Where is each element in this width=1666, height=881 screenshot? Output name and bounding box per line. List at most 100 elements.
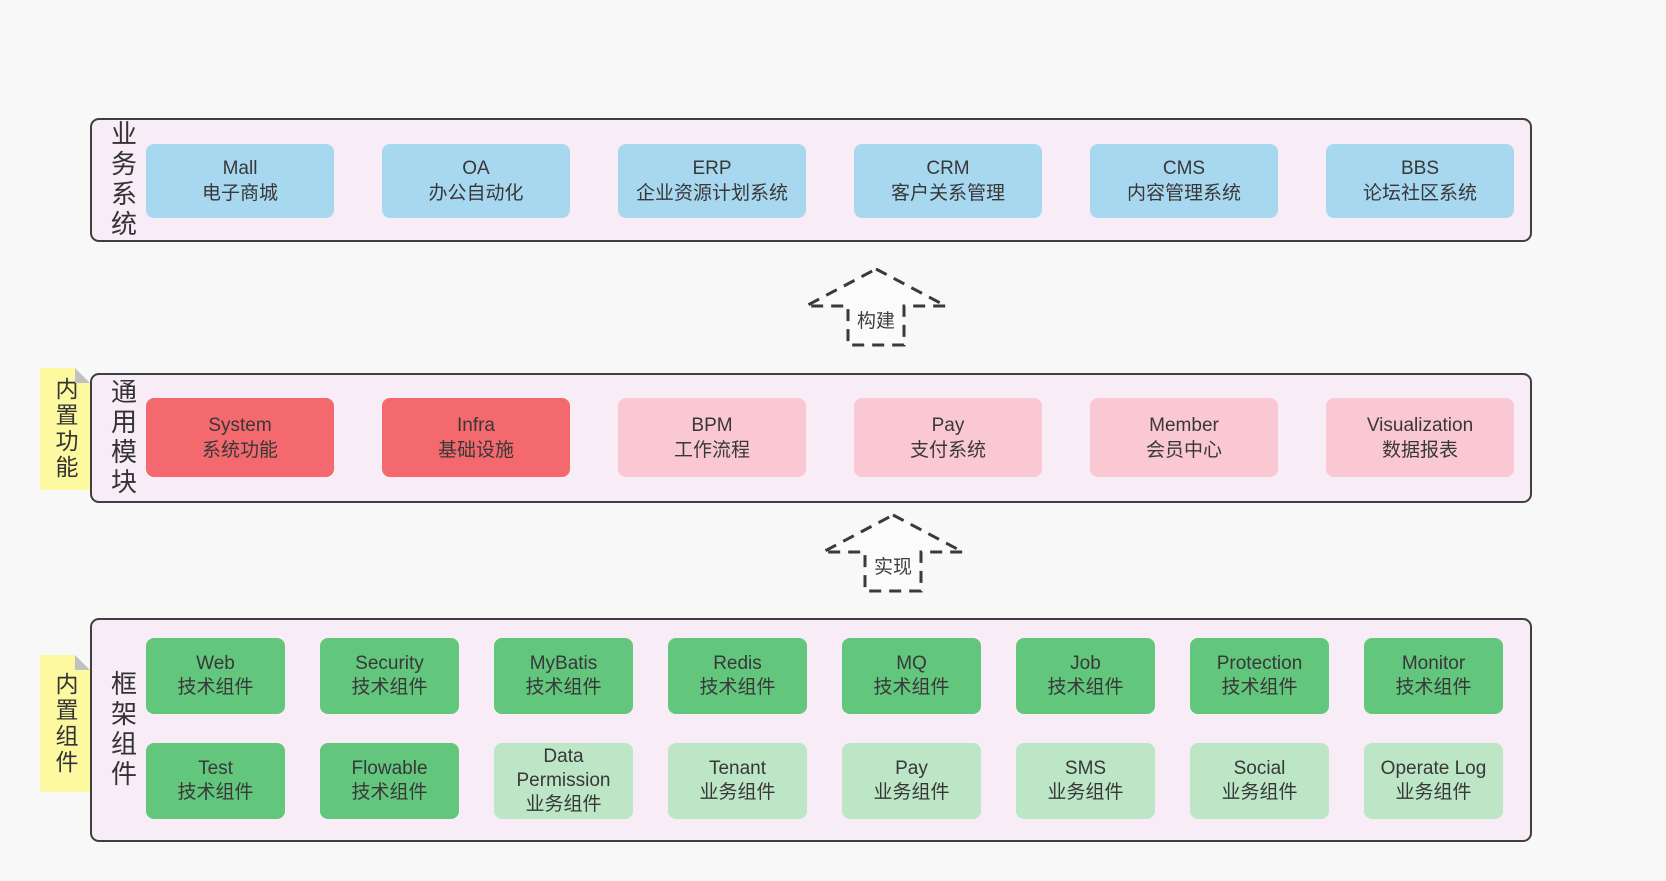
box-title: CMS bbox=[1162, 158, 1206, 179]
box-title: SMS bbox=[1064, 758, 1107, 779]
box-title: OA bbox=[462, 158, 490, 179]
box-title: Visualization bbox=[1366, 414, 1474, 436]
box-operate-log: Operate Log 业务组件 bbox=[1364, 743, 1503, 819]
common-modules-row: System 系统功能 Infra 基础设施 BPM 工作流程 Pay 支付系统… bbox=[146, 398, 1514, 477]
box-protection: Protection 技术组件 bbox=[1190, 638, 1329, 714]
implement-arrow: 实现 bbox=[818, 512, 968, 594]
box-subtitle: 论坛社区系统 bbox=[1362, 183, 1477, 204]
box-title: Flowable bbox=[351, 758, 428, 779]
box-cms: CMS 内容管理系统 bbox=[1090, 144, 1278, 218]
box-subtitle: 电子商城 bbox=[201, 183, 278, 204]
box-subtitle: 系统功能 bbox=[201, 439, 278, 461]
box-flowable: Flowable 技术组件 bbox=[320, 743, 459, 819]
box-sms: SMS 业务组件 bbox=[1016, 743, 1155, 819]
box-subtitle: 业务组件 bbox=[1221, 782, 1298, 803]
box-subtitle: 技术组件 bbox=[351, 677, 428, 698]
box-title: System bbox=[208, 414, 272, 436]
box-subtitle: 办公自动化 bbox=[428, 183, 524, 204]
box-data-permission: Data Permission 业务组件 bbox=[494, 743, 633, 819]
box-subtitle: 技术组件 bbox=[873, 677, 950, 698]
box-subtitle: 内容管理系统 bbox=[1126, 183, 1241, 204]
box-infra: Infra 基础设施 bbox=[382, 398, 570, 477]
box-subtitle: 支付系统 bbox=[909, 439, 986, 461]
box-title: Mall bbox=[222, 158, 258, 179]
box-member: Member 会员中心 bbox=[1090, 398, 1278, 477]
sticky-built-in-components: 内置组件 bbox=[40, 655, 90, 792]
implement-arrow-label: 实现 bbox=[870, 552, 916, 579]
box-title: Redis bbox=[713, 653, 762, 674]
box-crm: CRM 客户关系管理 bbox=[854, 144, 1042, 218]
business-systems-row: Mall 电子商城 OA 办公自动化 ERP 企业资源计划系统 CRM 客户关系… bbox=[146, 144, 1514, 218]
box-title: Web bbox=[196, 653, 235, 674]
box-title: Job bbox=[1070, 653, 1101, 674]
box-oa: OA 办公自动化 bbox=[382, 144, 570, 218]
box-pay: Pay 支付系统 bbox=[854, 398, 1042, 477]
box-subtitle: 会员中心 bbox=[1145, 439, 1222, 461]
business-systems-band: 业务系统 Mall 电子商城 OA 办公自动化 ERP 企业资源计划系统 CRM… bbox=[90, 118, 1532, 242]
box-subtitle: 技术组件 bbox=[525, 677, 602, 698]
box-subtitle: 数据报表 bbox=[1381, 439, 1458, 461]
box-visualization: Visualization 数据报表 bbox=[1326, 398, 1514, 477]
box-title: ERP bbox=[692, 158, 732, 179]
framework-components-row-1: Web 技术组件 Security 技术组件 MyBatis 技术组件 Redi… bbox=[146, 638, 1503, 714]
box-title: BPM bbox=[691, 414, 733, 436]
box-subtitle: 工作流程 bbox=[673, 439, 750, 461]
box-title: Data Permission bbox=[516, 746, 611, 791]
box-subtitle: 技术组件 bbox=[177, 677, 254, 698]
box-title: CRM bbox=[926, 158, 970, 179]
box-subtitle: 业务组件 bbox=[1395, 782, 1472, 803]
box-subtitle: 业务组件 bbox=[525, 794, 602, 815]
box-title: Social bbox=[1233, 758, 1286, 779]
box-title: Test bbox=[198, 758, 233, 779]
box-test: Test 技术组件 bbox=[146, 743, 285, 819]
box-title: BBS bbox=[1400, 158, 1440, 179]
box-title: Pay bbox=[931, 414, 965, 436]
build-arrow-label: 构建 bbox=[853, 306, 899, 333]
common-modules-band: 通用模块 System 系统功能 Infra 基础设施 BPM 工作流程 Pay… bbox=[90, 373, 1532, 503]
box-subtitle: 业务组件 bbox=[699, 782, 776, 803]
framework-components-row-2: Test 技术组件 Flowable 技术组件 Data Permission … bbox=[146, 743, 1503, 819]
box-title: Infra bbox=[456, 414, 496, 436]
band-label-framework: 框架组件 bbox=[107, 670, 138, 790]
box-subtitle: 基础设施 bbox=[437, 439, 514, 461]
band-label-business: 业务系统 bbox=[107, 120, 138, 240]
box-bbs: BBS 论坛社区系统 bbox=[1326, 144, 1514, 218]
box-title: Security bbox=[355, 653, 424, 674]
box-bpm: BPM 工作流程 bbox=[618, 398, 806, 477]
box-job: Job 技术组件 bbox=[1016, 638, 1155, 714]
box-subtitle: 客户关系管理 bbox=[890, 183, 1005, 204]
box-security: Security 技术组件 bbox=[320, 638, 459, 714]
band-label-modules: 通用模块 bbox=[107, 378, 138, 498]
box-title: MQ bbox=[896, 653, 927, 674]
box-subtitle: 技术组件 bbox=[1395, 677, 1472, 698]
box-title: Tenant bbox=[708, 758, 767, 779]
box-mq: MQ 技术组件 bbox=[842, 638, 981, 714]
build-arrow: 构建 bbox=[801, 266, 951, 348]
box-mall: Mall 电子商城 bbox=[146, 144, 334, 218]
box-subtitle: 技术组件 bbox=[177, 782, 254, 803]
box-pay-biz: Pay 业务组件 bbox=[842, 743, 981, 819]
sticky-built-in-features: 内置功能 bbox=[40, 368, 90, 490]
box-system: System 系统功能 bbox=[146, 398, 334, 477]
box-subtitle: 技术组件 bbox=[1221, 677, 1298, 698]
box-title: Monitor bbox=[1401, 653, 1466, 674]
box-subtitle: 技术组件 bbox=[699, 677, 776, 698]
box-tenant: Tenant 业务组件 bbox=[668, 743, 807, 819]
box-title: Protection bbox=[1216, 653, 1303, 674]
box-subtitle: 企业资源计划系统 bbox=[635, 183, 788, 204]
box-subtitle: 业务组件 bbox=[873, 782, 950, 803]
box-mybatis: MyBatis 技术组件 bbox=[494, 638, 633, 714]
box-subtitle: 技术组件 bbox=[351, 782, 428, 803]
box-subtitle: 技术组件 bbox=[1047, 677, 1124, 698]
box-redis: Redis 技术组件 bbox=[668, 638, 807, 714]
box-title: Member bbox=[1149, 414, 1219, 436]
box-title: Operate Log bbox=[1380, 758, 1487, 779]
framework-components-band: 框架组件 Web 技术组件 Security 技术组件 MyBatis 技术组件… bbox=[90, 618, 1532, 842]
box-title: Pay bbox=[895, 758, 928, 779]
box-social: Social 业务组件 bbox=[1190, 743, 1329, 819]
box-web: Web 技术组件 bbox=[146, 638, 285, 714]
box-monitor: Monitor 技术组件 bbox=[1364, 638, 1503, 714]
box-subtitle: 业务组件 bbox=[1047, 782, 1124, 803]
box-title: MyBatis bbox=[529, 653, 598, 674]
box-erp: ERP 企业资源计划系统 bbox=[618, 144, 806, 218]
